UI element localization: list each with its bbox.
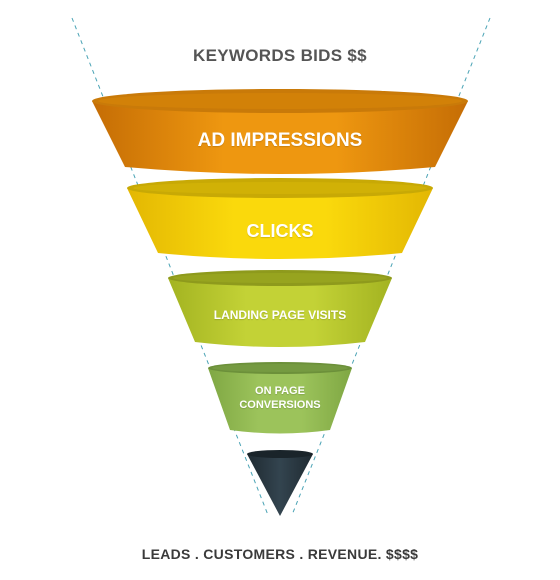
stage-label-ad-impressions: AD IMPRESSIONS (197, 130, 363, 151)
funnel-stage-on-page-conversions (208, 362, 352, 434)
stage-label-landing-page-visits: LANDING PAGE VISITS (213, 308, 347, 322)
funnel-stage-clicks (127, 178, 433, 259)
funnel-stage-ad-impressions (92, 89, 468, 174)
funnel-stage-landing-page-visits (168, 270, 392, 347)
stage-label-clicks: CLICKS (246, 221, 314, 241)
funnel-top-caption: KEYWORDS BIDS $$ (193, 46, 367, 65)
funnel-bottom-caption: LEADS . CUSTOMERS . REVENUE. $$$$ (141, 546, 419, 562)
stage-label-on-page-conversions: ON PAGE CONVERSIONS (239, 385, 321, 411)
funnel-stage-tip (247, 450, 313, 516)
